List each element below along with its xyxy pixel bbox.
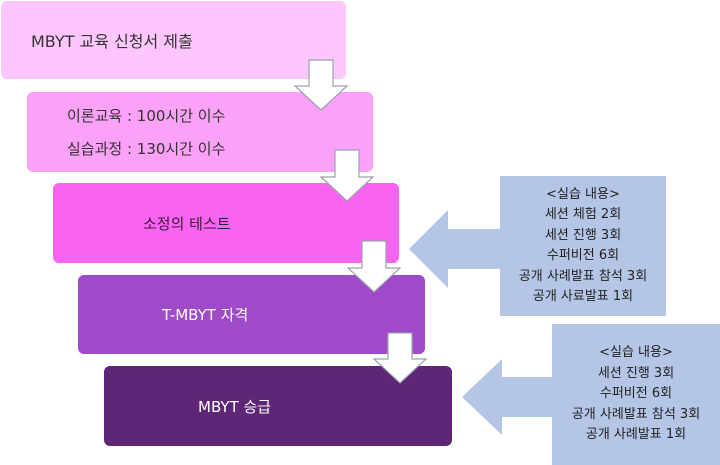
down-arrow-icon	[319, 149, 375, 202]
note-line: 수퍼비전 6회	[599, 386, 673, 402]
step-application-label: MBYT 교육 신청서 제출	[31, 32, 193, 51]
left-arrow-icon	[409, 210, 501, 288]
step-mbyt-promotion: MBYT 승급	[104, 366, 452, 446]
note-line: <실습 내용>	[599, 345, 673, 361]
note-line: 공개 사례발표 참석 3회	[571, 406, 701, 422]
note-line: 세션 체험 2회	[544, 207, 622, 222]
down-arrow-icon	[293, 59, 349, 111]
down-arrow-icon	[346, 240, 402, 293]
down-arrow-icon	[372, 332, 428, 384]
step-t-mbyt-label: T-MBYT 자격	[162, 306, 249, 324]
left-arrow-icon	[462, 359, 553, 435]
note-line: 공개 사례발표 1회	[585, 427, 687, 443]
step-training-practice: 실습과정 : 130시간 이수	[67, 140, 226, 158]
note-line: 세션 진행 3회	[544, 227, 622, 243]
practice-note-2: <실습 내용> 세션 진행 3회 수퍼비전 6회 공개 사례발표 참석 3회 공…	[552, 324, 720, 465]
step-training-theory: 이론교육 : 100시간 이수	[67, 107, 226, 125]
note-line: <실습 내용>	[546, 186, 620, 202]
step-t-mbyt: T-MBYT 자격	[78, 275, 425, 354]
note-line: 공개 사례발표 참석 3회	[518, 268, 648, 284]
step-application: MBYT 교육 신청서 제출	[1, 1, 346, 79]
step-mbyt-promotion-label: MBYT 승급	[198, 397, 272, 416]
step-test-label: 소정의 테스트	[143, 214, 231, 233]
note-line: 공개 사료발표 1회	[532, 289, 634, 304]
note-line: 세션 진행 3회	[597, 365, 675, 381]
note-line: 수퍼비전 6회	[546, 248, 620, 263]
practice-note-1: <실습 내용> 세션 체험 2회 세션 진행 3회 수퍼비전 6회 공개 사례발…	[500, 176, 666, 316]
